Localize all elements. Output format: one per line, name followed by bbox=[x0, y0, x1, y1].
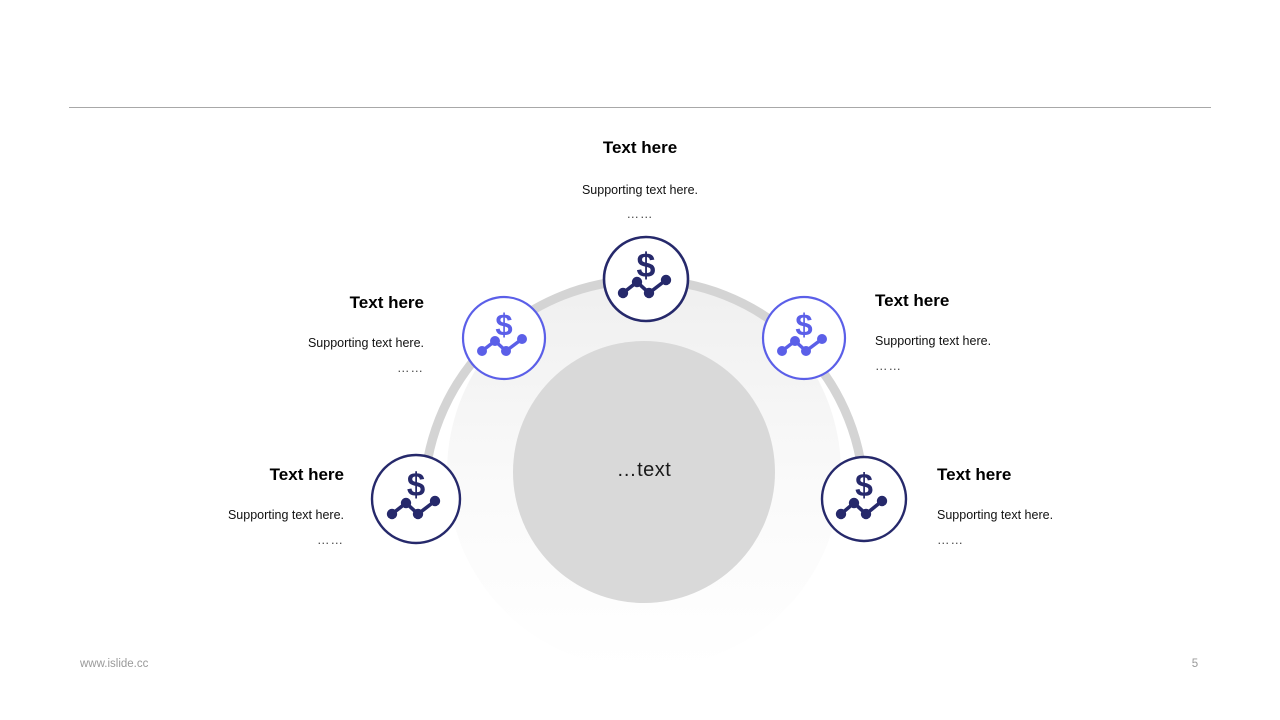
node-title-left-lower: Text here bbox=[269, 465, 344, 484]
page-number: 5 bbox=[1191, 658, 1199, 670]
node-subtitle-left-lower: Supporting text here. bbox=[227, 507, 344, 522]
node-text-right-upper: Text here Supporting text here. …… bbox=[875, 291, 1155, 374]
node-ellipsis-right-upper: …… bbox=[875, 359, 902, 374]
node-text-top: Text here Supporting text here. …… bbox=[470, 138, 810, 222]
node-ellipsis-right-lower: …… bbox=[937, 533, 964, 548]
node-subtitle-left-upper: Supporting text here. bbox=[307, 335, 424, 350]
node-title-left-upper: Text here bbox=[349, 293, 424, 312]
node-subtitle-right-lower: Supporting text here. bbox=[937, 507, 1054, 522]
node-ellipsis-left-upper: …… bbox=[397, 361, 424, 376]
node-text-left-lower: Text here Supporting text here. …… bbox=[88, 465, 344, 548]
node-subtitle-top: Supporting text here. bbox=[581, 182, 699, 197]
node-subtitle-right-upper: Supporting text here. bbox=[875, 333, 992, 348]
node-text-right-lower: Text here Supporting text here. …… bbox=[937, 465, 1217, 548]
center-circle bbox=[513, 341, 775, 603]
node-text-left-upper: Text here Supporting text here. …… bbox=[168, 293, 424, 376]
center-label: …text bbox=[616, 459, 672, 481]
node-title-right-upper: Text here bbox=[875, 291, 950, 310]
node-title-top: Text here bbox=[602, 138, 678, 157]
node-title-right-lower: Text here bbox=[937, 465, 1012, 484]
header-divider bbox=[69, 107, 1211, 108]
node-ellipsis-left-lower: …… bbox=[317, 533, 344, 548]
footer-url[interactable]: www.islide.cc bbox=[80, 658, 149, 670]
node-ellipsis-top: …… bbox=[626, 207, 654, 222]
